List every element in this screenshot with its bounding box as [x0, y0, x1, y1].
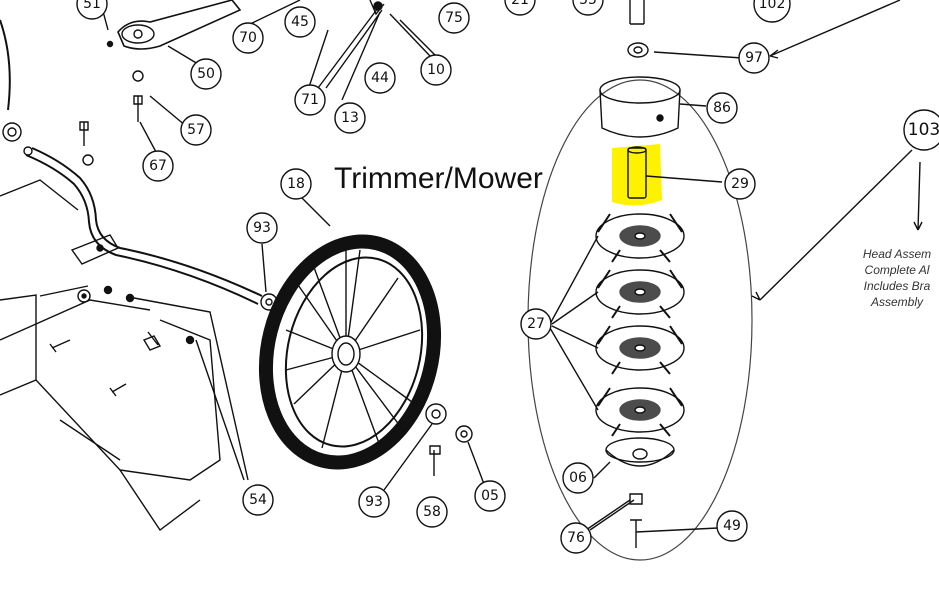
callout-label-49: 49: [723, 518, 741, 534]
callout-06: [562, 462, 594, 494]
callout-76: [560, 522, 592, 554]
callout-label-102: 102: [759, 0, 786, 12]
callout-102: [753, 0, 791, 23]
callout-75: [438, 2, 470, 34]
callout-label-97: 97: [745, 50, 763, 66]
disc-27-3: [595, 325, 685, 375]
disc-stack-27: [549, 213, 685, 437]
axle-nut: [2, 122, 22, 142]
callout-18: [280, 168, 312, 200]
callout-71: [294, 84, 326, 116]
note-line-2: Complete Al: [864, 263, 930, 277]
callout-10: [420, 54, 452, 86]
callout-label-05: 05: [481, 488, 499, 504]
callout-label-93-upper: 93: [253, 220, 271, 236]
sleeve-29: [627, 146, 723, 199]
washer-93-lower: [425, 403, 447, 425]
callout-label-44: 44: [371, 70, 389, 86]
note-line-3: Includes Bra: [863, 279, 931, 293]
callout-44: [364, 62, 396, 94]
arm-part-50: [117, 0, 242, 50]
callout-label-103: 103: [908, 120, 939, 140]
base-cup-06: [605, 437, 675, 467]
callout-label-54: 54: [249, 492, 267, 508]
washer-57: [132, 70, 144, 82]
callout-93-lower: [358, 486, 390, 518]
nut-05: [455, 425, 473, 443]
callout-label-76: 76: [567, 530, 585, 546]
wheel-18: [258, 234, 442, 470]
diagram-title: Trimmer/Mower: [334, 162, 543, 195]
bolt-76: [589, 493, 643, 531]
callout-86: [706, 92, 738, 124]
bolt-67: [133, 95, 143, 122]
washer-93-upper: [260, 293, 278, 311]
cap-86: [599, 76, 681, 138]
callout-51: [76, 0, 108, 20]
callout-49: [716, 510, 748, 542]
callout-label-06: 06: [569, 470, 587, 486]
callout-label-50: 50: [197, 66, 215, 82]
lever-assembly: [317, 0, 431, 101]
washer-97: [627, 42, 649, 58]
note-line-1: Head Assem: [862, 247, 932, 261]
disc-27-1: [595, 213, 685, 263]
note-line-4: Assembly: [870, 295, 923, 309]
callout-label-45: 45: [291, 14, 309, 30]
deck-housing: [0, 179, 221, 532]
callout-label-57: 57: [187, 122, 205, 138]
bolt-58: [429, 445, 441, 476]
callout-label-93-lower: 93: [365, 494, 383, 510]
highlight-29: [612, 144, 662, 206]
callout-21: [504, 0, 536, 16]
head-assembly-note: Head Assem Complete Al Includes Bra Asse…: [852, 246, 939, 310]
callout-70: [232, 22, 264, 54]
handle-bracket: [70, 234, 120, 265]
callout-label-10: 10: [427, 62, 445, 78]
callout-93-upper: [246, 212, 278, 244]
callout-54: [242, 484, 274, 516]
callout-label-75: 75: [445, 10, 463, 26]
leader-54: [195, 339, 245, 481]
callout-label-71: 71: [301, 92, 319, 108]
callout-50: [190, 58, 222, 90]
callout-label-29: 29: [731, 176, 749, 192]
callout-label-55: 55: [579, 0, 597, 8]
callout-label-67: 67: [149, 158, 167, 174]
callout-58: [416, 496, 448, 528]
callout-27: [520, 308, 552, 340]
disc-27-2: [595, 269, 685, 319]
callout-55: [572, 0, 604, 16]
callout-label-51: 51: [83, 0, 101, 12]
callout-29: [724, 168, 756, 200]
bolt-102: [629, 0, 645, 25]
callout-label-27: 27: [527, 316, 545, 332]
disc-27-4: [595, 387, 685, 437]
callout-45: [284, 6, 316, 38]
partial-wheel-edge: [0, 19, 11, 111]
callout-label-58: 58: [423, 504, 441, 520]
callout-label-13: 13: [341, 110, 359, 126]
callout-05: [474, 480, 506, 512]
handle-bar: [23, 146, 263, 305]
callout-97: [738, 42, 770, 74]
callout-label-70: 70: [239, 30, 257, 46]
callout-13: [334, 102, 366, 134]
callout-67: [142, 150, 174, 182]
callout-label-86: 86: [713, 100, 731, 116]
bolt-49: [630, 519, 719, 548]
callout-103: [903, 109, 939, 151]
callout-label-18: 18: [287, 176, 305, 192]
callout-57: [180, 114, 212, 146]
callout-label-21: 21: [511, 0, 529, 8]
